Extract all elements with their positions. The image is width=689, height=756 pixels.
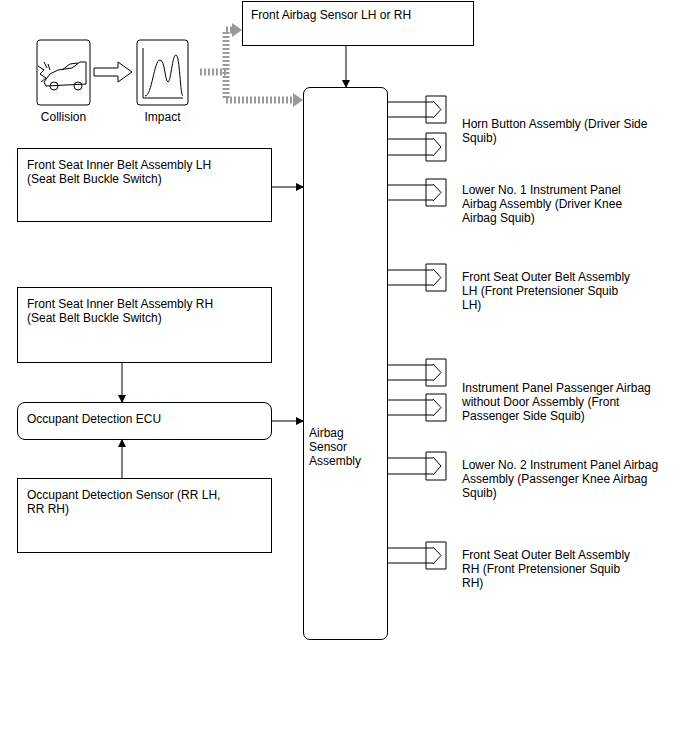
sensor-box: Front Airbag Sensor LH or RH xyxy=(242,1,474,46)
squib-symbol xyxy=(388,452,446,480)
switch-box: Front Seat Inner Belt Assembly LH (Seat … xyxy=(17,148,272,222)
squib-label: Horn Button Assembly (Driver Side Squib) xyxy=(462,117,662,145)
sensor-box: Occupant Detection Sensor (RR LH, RR RH) xyxy=(17,478,272,553)
control-unit-box: Airbag Sensor Assembly xyxy=(303,87,388,640)
caption-label: Collision xyxy=(27,110,100,124)
node-label: Occupant Detection ECU xyxy=(27,412,247,426)
node-label: Front Seat Inner Belt Assembly LH (Seat … xyxy=(27,158,232,186)
collision-icon xyxy=(37,40,90,105)
squib-symbol xyxy=(388,394,446,421)
ecu-box: Occupant Detection ECU xyxy=(17,402,272,440)
signal-arrow xyxy=(346,46,347,87)
flow-arrow xyxy=(94,62,132,82)
signal-arrow xyxy=(122,440,123,478)
squib-symbol xyxy=(388,179,446,206)
squib-symbol xyxy=(388,264,446,291)
signal-arrow xyxy=(272,187,303,188)
squib-wiring xyxy=(388,96,446,569)
node-label: Occupant Detection Sensor (RR LH, RR RH) xyxy=(27,488,232,516)
squib-label: Instrument Panel Passenger Airbag withou… xyxy=(462,381,667,423)
squib-label: Front Seat Outer Belt Assembly LH (Front… xyxy=(462,270,637,312)
impact-graph-icon xyxy=(137,40,188,105)
squib-symbol xyxy=(388,542,446,569)
node-label: Airbag Sensor Assembly xyxy=(309,426,371,468)
squib-symbol xyxy=(388,133,446,161)
node-label: Front Airbag Sensor LH or RH xyxy=(251,8,461,22)
node-label: Front Seat Inner Belt Assembly RH (Seat … xyxy=(27,297,232,325)
squib-label: Front Seat Outer Belt Assembly RH (Front… xyxy=(462,548,637,590)
signal-arrow xyxy=(272,421,303,422)
squib-label: Lower No. 2 Instrument Panel Airbag Asse… xyxy=(462,458,662,500)
squib-symbol xyxy=(388,359,446,386)
squib-symbol xyxy=(388,96,446,123)
signal-arrow xyxy=(122,363,123,402)
caption-label: Impact xyxy=(127,110,198,124)
switch-box: Front Seat Inner Belt Assembly RH (Seat … xyxy=(17,287,272,363)
squib-label: Lower No. 1 Instrument Panel Airbag Asse… xyxy=(462,183,647,225)
